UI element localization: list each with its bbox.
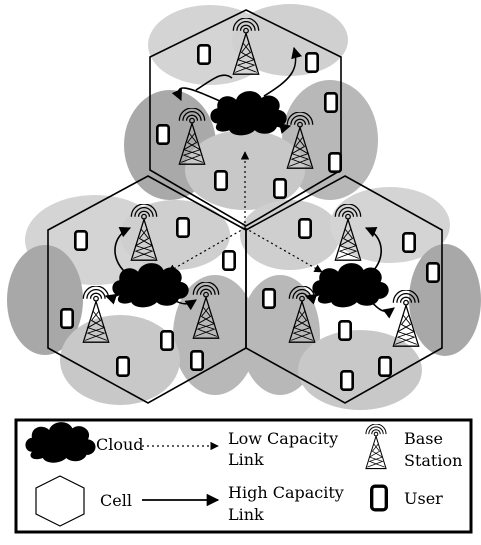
user-icon <box>60 308 74 329</box>
cell-top <box>149 9 342 227</box>
legend-base-station-label-2: Station <box>404 451 462 470</box>
legend-high-capacity-label-1: High Capacity <box>228 483 344 502</box>
user-icon <box>340 370 354 391</box>
user-icon <box>160 330 174 351</box>
cells <box>47 9 443 404</box>
legend-cloud-icon <box>25 422 96 463</box>
user-icon <box>378 356 392 377</box>
cloud-icon <box>210 91 287 136</box>
legend-box <box>14 418 473 534</box>
user-icon <box>222 250 236 271</box>
cloud-icon <box>312 263 389 308</box>
user-icon <box>426 262 440 283</box>
legend-user-icon <box>370 484 388 512</box>
legend-low-capacity-label-2: Link <box>228 450 264 469</box>
user-icon <box>324 92 338 113</box>
user-icon <box>214 170 228 191</box>
user-icon <box>273 178 287 199</box>
legend-low-capacity-label-1: Low Capacity <box>228 429 338 448</box>
user-icon <box>338 320 352 341</box>
user-icon <box>190 350 204 371</box>
user-icon <box>328 152 342 173</box>
user-icon <box>116 356 130 377</box>
legend-user-label: User <box>404 489 443 508</box>
legend-high-capacity-label-2: Link <box>228 505 264 524</box>
user-icon <box>197 44 211 65</box>
user-icon <box>298 218 312 239</box>
legend-cell-icon <box>35 475 85 527</box>
user-icon <box>305 52 319 73</box>
legend-base-station-label-1: Base <box>404 429 443 448</box>
user-icon <box>176 217 190 238</box>
legend-cloud-label: Cloud <box>96 435 144 454</box>
legend: Cloud Low Capacity Link Base Station Cel… <box>14 418 473 534</box>
cell-right <box>245 175 443 404</box>
user-icon <box>262 288 276 309</box>
legend-cell-label: Cell <box>100 491 132 510</box>
user-icon <box>74 230 88 251</box>
user-icon <box>156 124 170 145</box>
user-icon <box>402 232 416 253</box>
